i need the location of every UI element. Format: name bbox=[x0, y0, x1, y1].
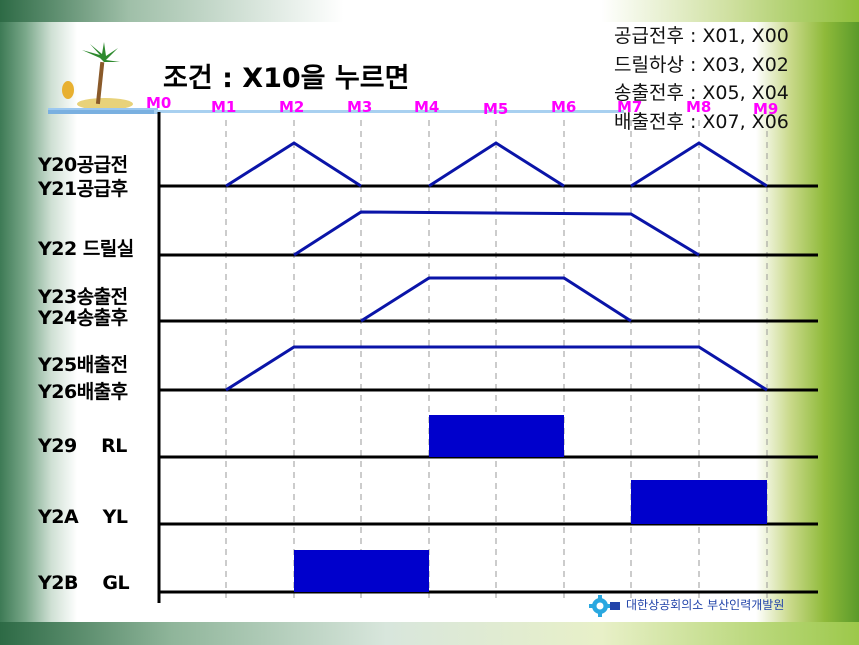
row-label-y29: Y29 RL bbox=[38, 435, 127, 457]
marker-m2: M2 bbox=[279, 98, 305, 116]
title-bar-right bbox=[154, 110, 624, 113]
wave-y23-feed bbox=[360, 276, 632, 323]
signal-waveforms bbox=[225, 141, 768, 392]
marker-m6: M6 bbox=[551, 98, 577, 116]
wave-y20-cycle-1 bbox=[225, 141, 362, 188]
marker-m4: M4 bbox=[414, 98, 440, 116]
marker-gridlines bbox=[225, 120, 768, 598]
row-label-y20: Y20공급전 bbox=[38, 154, 128, 176]
page-title: 조건 : X10을 누르면 bbox=[163, 63, 410, 94]
marker-m3: M3 bbox=[347, 98, 373, 116]
row-label-y2a: Y2A YL bbox=[38, 506, 128, 528]
gear-logo-icon bbox=[589, 595, 620, 617]
row-label-y26: Y26배출후 bbox=[38, 381, 128, 403]
marker-m5: M5 bbox=[483, 100, 509, 118]
footer-text: 대한상공회의소 부산인력개발원 bbox=[626, 598, 785, 612]
wave-y25-eject bbox=[225, 345, 768, 392]
lamp-blocks bbox=[294, 415, 767, 592]
block-gl bbox=[294, 550, 429, 592]
palm-island-icon bbox=[48, 42, 158, 114]
row-label-y2b: Y2B GL bbox=[38, 572, 130, 594]
legend-item: 배출전후 : X07, X06 bbox=[614, 110, 789, 133]
marker-m0: M0 bbox=[146, 94, 172, 112]
marker-m7: M7 bbox=[617, 98, 643, 116]
row-baselines bbox=[159, 184, 818, 594]
block-yl bbox=[631, 480, 767, 524]
marker-m1: M1 bbox=[211, 98, 237, 116]
row-label-y25: Y25배출전 bbox=[38, 354, 128, 376]
background-bottom-band bbox=[0, 622, 859, 645]
background-top-band bbox=[0, 0, 859, 22]
legend-item: 드릴하상 : X03, X02 bbox=[614, 53, 789, 76]
row-label-y22: Y22 드릴실 bbox=[38, 238, 134, 260]
legend-item: 공급전후 : X01, X00 bbox=[614, 25, 789, 47]
marker-m9: M9 bbox=[753, 100, 779, 118]
row-label-y24: Y24송출후 bbox=[38, 307, 128, 329]
row-label-y21: Y21공급후 bbox=[38, 178, 128, 200]
wave-y20-cycle-3 bbox=[630, 141, 768, 188]
switch-legend: 공급전후 : X01, X00 드릴하상 : X03, X02 송출전후 : X… bbox=[614, 22, 789, 136]
legend-item: 송출전후 : X05, X04 bbox=[614, 82, 789, 104]
row-label-y23: Y23송출전 bbox=[38, 286, 128, 308]
block-rl bbox=[429, 415, 564, 457]
marker-m8: M8 bbox=[686, 98, 712, 116]
wave-y20-cycle-2 bbox=[428, 141, 565, 188]
title-bar bbox=[48, 110, 154, 114]
wave-y22-drill bbox=[293, 210, 700, 257]
